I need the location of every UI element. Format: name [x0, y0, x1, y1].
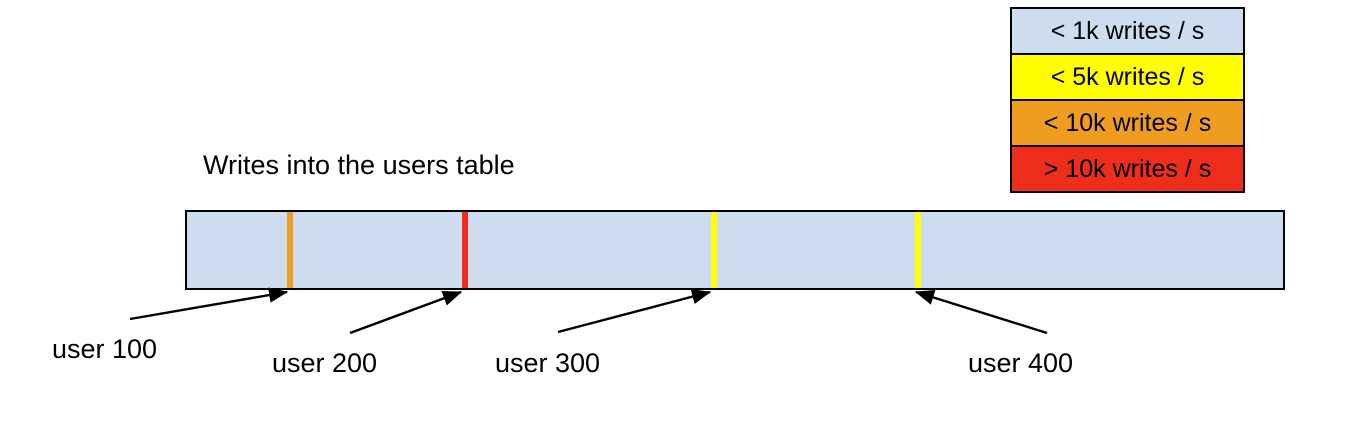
legend-label-lt-5k: < 5k writes / s	[1050, 62, 1205, 91]
arrow-user-400	[914, 290, 1048, 335]
users-table-bar	[185, 210, 1285, 290]
diagram-caption: Writes into the users table	[203, 150, 515, 180]
legend-label-gt-10k: > 10k writes / s	[1043, 154, 1212, 183]
label-user-100: user 100	[52, 334, 158, 364]
legend-row-lt-5k: < 5k writes / s	[1012, 55, 1243, 101]
user-300-stripe	[711, 212, 717, 288]
arrow-user-200	[349, 290, 463, 335]
legend-row-lt-1k: < 1k writes / s	[1012, 9, 1243, 55]
legend-row-lt-10k: < 10k writes / s	[1012, 101, 1243, 147]
legend-row-gt-10k: > 10k writes / s	[1012, 147, 1243, 191]
arrow-user-300	[557, 289, 712, 334]
legend: < 1k writes / s < 5k writes / s < 10k wr…	[1010, 7, 1245, 193]
label-user-300: user 300	[495, 348, 601, 378]
legend-label-lt-1k: < 1k writes / s	[1050, 16, 1205, 45]
user-100-stripe	[287, 212, 293, 288]
label-user-200: user 200	[272, 348, 378, 378]
label-user-400: user 400	[968, 348, 1074, 378]
arrow-user-100	[129, 287, 289, 321]
user-400-stripe	[915, 212, 921, 288]
user-200-stripe	[462, 212, 468, 288]
legend-label-lt-10k: < 10k writes / s	[1043, 108, 1212, 137]
